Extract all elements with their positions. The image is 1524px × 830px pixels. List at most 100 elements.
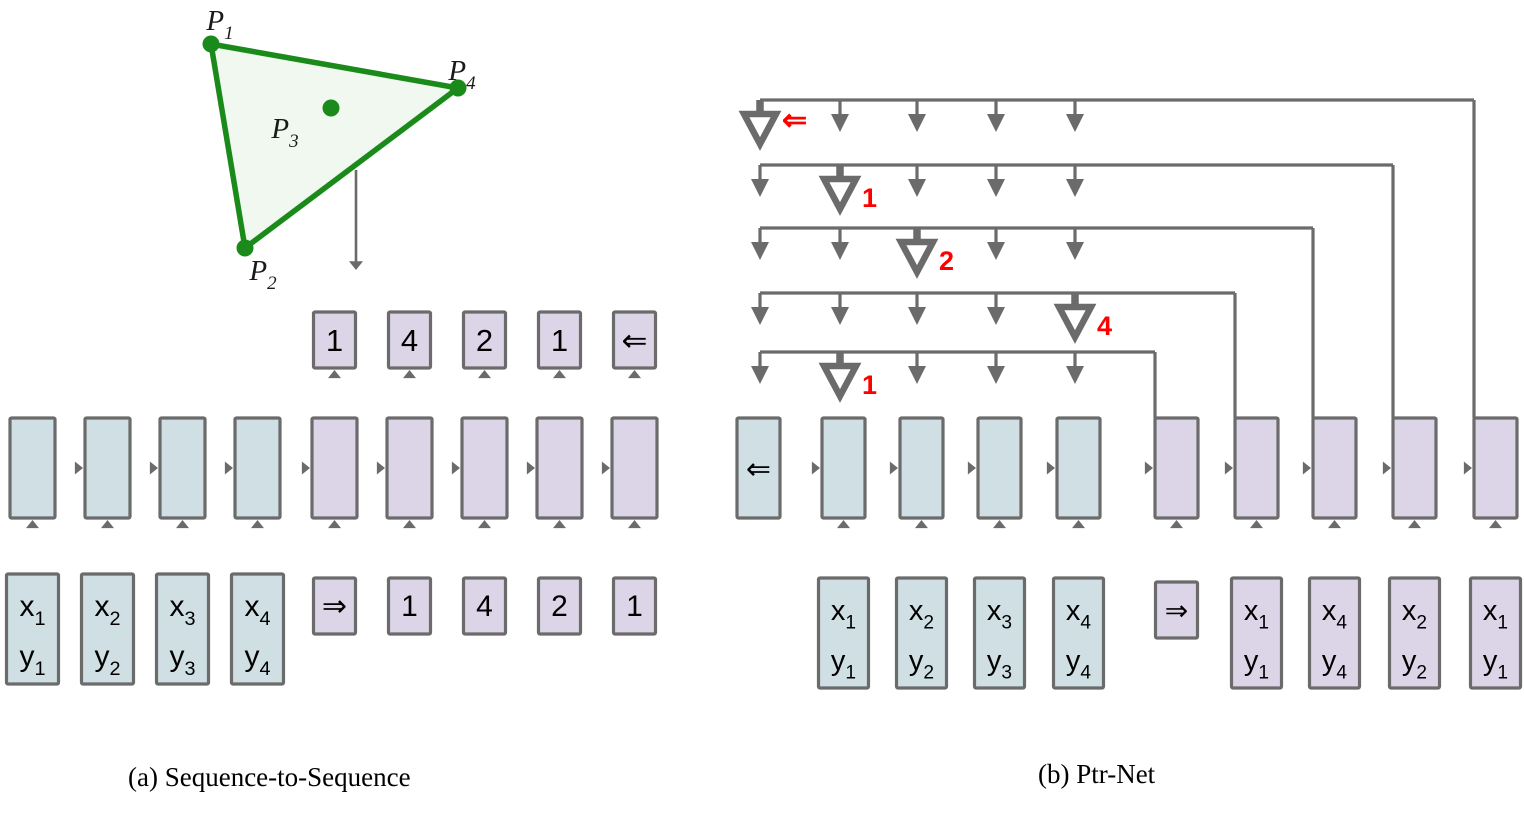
hull-point-P4 <box>449 79 467 97</box>
seq2seq-output-arrow-2-head <box>478 370 491 379</box>
ptrnet-encoder-input-box-2 <box>972 576 1027 690</box>
ptrnet-attention-pointer-1-4 <box>1066 114 1084 132</box>
ptrnet-encoder-cell-4 <box>1055 416 1102 520</box>
ptrnet-attention-pointer-selected-1 <box>738 110 782 151</box>
seq2seq-decoder-cell-8 <box>610 416 659 520</box>
seq2seq-encoder-input-y-3: y4 <box>244 640 270 680</box>
ptrnet-attention-pointer-1-1 <box>831 114 849 132</box>
ptrnet-attention-label-4: 4 <box>1097 311 1112 341</box>
seq2seq-recurrent-arrow-0-head <box>74 461 83 475</box>
caption-panel-b: (b) Ptr-Net <box>1038 759 1156 789</box>
seq2seq-encoder-input-box-1 <box>79 572 136 686</box>
seq2seq-output-arrow-1-head <box>403 370 416 379</box>
ptrnet-encoder-input-x-0: x1 <box>831 595 856 634</box>
ptrnet-encoder-input-y-1: y2 <box>909 645 934 684</box>
hull-point-label-P2: P2 <box>248 255 277 294</box>
ptrnet-recurrent-arrow-2-head <box>967 461 976 475</box>
ptrnet-decoder-input-x-2: x4 <box>1322 595 1348 634</box>
ptrnet-recurrent-arrow-1-head <box>889 461 898 475</box>
ptrnet-decoder-cell-4 <box>1472 416 1519 520</box>
seq2seq-decoder-input-arrow-1-head <box>403 520 416 529</box>
seq2seq-encoder-cell-1 <box>83 416 132 520</box>
ptrnet-attention-pointer-3-4 <box>1066 242 1084 260</box>
ptrnet-attention-pointer-4-1 <box>831 307 849 325</box>
seq2seq-encoder-input-x-3: x4 <box>244 590 270 630</box>
ptrnet-attention-pointer-4-2 <box>908 307 926 325</box>
ptrnet-attention-pointer-5-4 <box>1066 366 1084 384</box>
ptrnet-encoder-cell-1 <box>820 416 867 520</box>
ptrnet-decoder-input-box-0 <box>1153 580 1200 640</box>
ptrnet-recurrent-arrow-6-head <box>1302 461 1311 475</box>
seq2seq-output-arrow-0-head <box>328 370 341 379</box>
ptrnet-attention-pointer-selected-3 <box>895 238 939 279</box>
seq2seq-encoder-input-x-2: x3 <box>169 590 195 630</box>
seq2seq-recurrent-arrow-3-head <box>301 461 310 475</box>
ptrnet-recurrent-arrow-7-head <box>1382 461 1391 475</box>
ptrnet-attention-pointer-2-3 <box>987 179 1005 197</box>
ptrnet-attention-pointer-2-2 <box>908 179 926 197</box>
ptrnet-start-cell <box>735 416 782 520</box>
seq2seq-encoder-input-box-0 <box>4 572 61 686</box>
ptrnet-attention-label-3: 2 <box>939 246 954 276</box>
ptrnet-attention-label-1: ⇐ <box>782 104 807 137</box>
ptrnet-decoder-input-arrow-0-head <box>1170 520 1183 529</box>
hull-point-label-P1: P1 <box>205 5 233 44</box>
seq2seq-decoder-input-label-4: 1 <box>626 590 643 623</box>
ptrnet-attention-pointer-1-3 <box>987 114 1005 132</box>
seq2seq-output-label-4: ⇐ <box>622 323 648 358</box>
seq2seq-decoder-input-label-3: 2 <box>551 590 568 623</box>
seq2seq-encoder-input-y-0: y1 <box>19 640 45 680</box>
seq2seq-output-box-1 <box>386 310 433 370</box>
ptrnet-attention-label-2: 1 <box>862 183 877 213</box>
seq2seq-output-box-4 <box>611 310 658 370</box>
seq2seq-output-label-2: 2 <box>476 323 493 358</box>
ptrnet-encoder-input-y-2: y3 <box>987 645 1012 684</box>
ptrnet-decoder-input-arrow-2-head <box>1328 520 1341 529</box>
seq2seq-output-box-2 <box>461 310 508 370</box>
ptrnet-decoder-input-x-1: x1 <box>1244 595 1269 634</box>
seq2seq-recurrent-arrow-1-head <box>149 461 158 475</box>
hull-point-label-P4: P4 <box>447 55 476 94</box>
ptrnet-attention-pointer-5-2 <box>908 366 926 384</box>
ptrnet-decoder-input-box-3 <box>1387 576 1442 690</box>
seq2seq-decoder-input-box-3 <box>536 576 583 636</box>
ptrnet-encoder-input-arrow-3-head <box>1072 520 1085 529</box>
seq2seq-decoder-input-arrow-4-head <box>628 520 641 529</box>
ptrnet-decoder-input-y-2: y4 <box>1322 645 1348 684</box>
seq2seq-output-arrow-3-head <box>553 370 566 379</box>
seq2seq-recurrent-arrow-4-head <box>376 461 385 475</box>
seq2seq-decoder-input-arrow-0-head <box>328 520 341 529</box>
ptrnet-attention-pointer-selected-4 <box>1053 303 1097 344</box>
ptrnet-decoder-cell-0 <box>1153 416 1200 520</box>
ptrnet-decoder-input-x-4: x1 <box>1483 595 1508 634</box>
hull-point-P2 <box>236 239 254 257</box>
seq2seq-encoder-input-arrow-0-head <box>26 520 39 529</box>
seq2seq-encoder-input-y-1: y2 <box>94 640 120 680</box>
ptrnet-decoder-input-box-2 <box>1307 576 1362 690</box>
seq2seq-decoder-input-box-1 <box>386 576 433 636</box>
seq2seq-encoder-cell-3 <box>233 416 282 520</box>
seq2seq-encoder-cell-0 <box>8 416 57 520</box>
ptrnet-encoder-input-arrow-1-head <box>915 520 928 529</box>
ptrnet-decoder-input-box-1 <box>1229 576 1284 690</box>
seq2seq-encoder-input-y-2: y3 <box>169 640 195 680</box>
seq2seq-decoder-cell-5 <box>385 416 434 520</box>
seq2seq-decoder-input-box-2 <box>461 576 508 636</box>
ptrnet-attention-pointer-4-3 <box>987 307 1005 325</box>
ptrnet-attention-pointer-3-1 <box>831 242 849 260</box>
ptrnet-decoder-input-y-1: y1 <box>1244 645 1269 684</box>
hull-point-P1 <box>202 35 220 53</box>
seq2seq-decoder-input-label-0: ⇒ <box>322 590 347 623</box>
ptrnet-attention-pointer-selected-2 <box>818 175 862 216</box>
ptrnet-attention-pointer-3-0 <box>751 242 769 260</box>
seq2seq-decoder-cell-6 <box>460 416 509 520</box>
seq2seq-output-arrow-4-head <box>628 370 641 379</box>
ptrnet-attention-pointer-1-2 <box>908 114 926 132</box>
seq2seq-encoder-input-box-3 <box>229 572 286 686</box>
ptrnet-decoder-cell-2 <box>1311 416 1358 520</box>
seq2seq-encoder-input-arrow-1-head <box>101 520 114 529</box>
seq2seq-decoder-input-arrow-3-head <box>553 520 566 529</box>
seq2seq-decoder-input-label-1: 1 <box>401 590 418 623</box>
seq2seq-decoder-cell-4 <box>310 416 359 520</box>
